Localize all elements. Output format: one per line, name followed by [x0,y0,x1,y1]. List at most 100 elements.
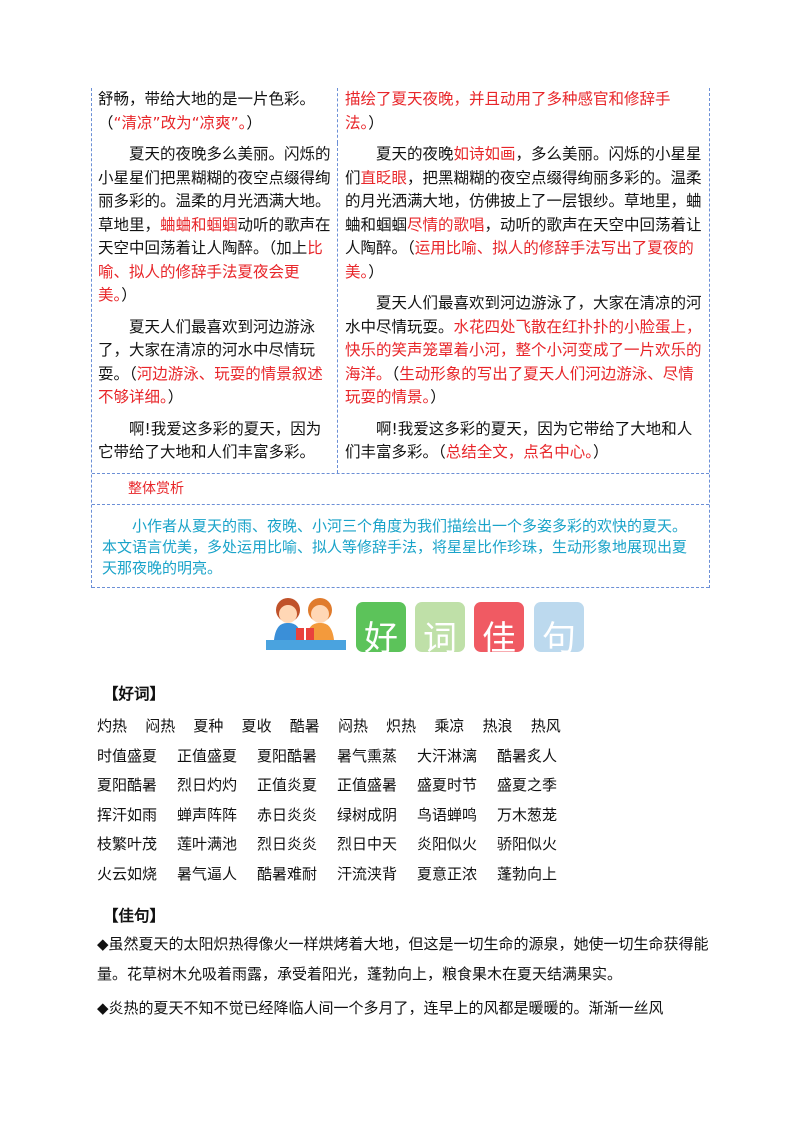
annotation-text: 如诗如画 [453,145,516,163]
body-text: 啊!我爱这多彩的夏天，因为它带给了大地和人们丰富多彩。 [98,419,322,462]
word-item: 夏阳酷暑 [97,776,158,794]
body-text: 夏天的夜晚多么美丽。闪烁的小星星们把黑糊糊的夜空点缀得绚丽多彩的。温柔的月光洒满… [98,145,331,234]
body-text: 夏天的夜晚 [376,145,454,163]
word-item: 莲叶满池 [177,835,238,853]
body-text: 夏天人们最喜欢到河边游泳了，大家在清凉的河水中尽情玩耍。（ [98,317,316,383]
word-item: 蝉声阵阵 [177,805,238,824]
annotation-text: 直眨眼 [360,168,408,187]
word-item: 盛夏之季 [497,776,558,794]
word-item: 夏种 [193,717,224,735]
annotation-text: 水花四处飞散在红扑扑的小脸蛋上，快乐的笑声笼罩着小河，整个小河变成了一片欢乐的海… [345,317,702,383]
word-item: 烈日中天 [337,835,398,853]
body-text: ） [246,113,262,132]
annotation-text: “清凉”改为“凉爽”。 [113,113,247,132]
word-row: 时值盛夏正值盛夏夏阳酷暑暑气熏蒸大汗淋漓酷暑炙人 [97,742,579,772]
revised-text-column: 描绘了夏天夜晚，并且动用了多种感官和修辞手法。） [338,88,709,143]
word-item: 万木葱茏 [497,805,558,824]
body-text: ） [368,113,384,132]
word-item: 炽热 [386,717,417,735]
comparison-row: 舒畅，带给大地的是一片色彩。（“清凉”改为“凉爽”。） 描绘了夏天夜晚，并且动用… [92,88,709,143]
word-item: 热浪 [482,717,513,735]
body-text: （ [98,113,114,132]
word-item: 暑气熏蒸 [337,746,398,765]
body-text: （ [391,364,400,383]
word-item: 蓬勃向上 [497,864,558,883]
annotation-text: 运用比喻、拟人的修辞手法写出了夏夜的美。 [345,239,694,281]
good-sentences-title: 【佳句】 [103,907,166,925]
word-item: 正值盛夏 [177,746,238,765]
body-text: ） [167,388,184,406]
body-text: ） [368,262,384,281]
word-item: 挥汗如雨 [97,805,158,824]
word-item: 乘凉 [434,717,465,735]
good-words-sentences-banner: 好 词 佳 句 [264,594,594,652]
good-words-list: 灼热闷热夏种夏收酷暑闷热炽热乘凉热浪热风 时值盛夏正值盛夏夏阳酷暑暑气熏蒸大汗淋… [97,712,579,889]
annotation-text: 生动形象的写出了夏天人们河边游泳、尽情玩耍的情景。 [345,364,694,407]
overall-analysis-text: 小作者从夏天的雨、夜晚、小河三个角度为我们描绘出一个多姿多彩的欢快的夏天。本文语… [92,505,709,588]
word-item: 枝繁叶茂 [97,835,158,853]
word-item: 炎阳似火 [417,835,478,853]
word-item: 夏阳酷暑 [257,746,318,765]
revised-paragraph: 夏天人们最喜欢到河边游泳了，大家在清凉的河水中尽情玩耍。水花四处飞散在红扑扑的小… [345,292,705,410]
tile-ci: 词 [415,602,465,652]
word-item: 大汗淋漓 [417,746,478,765]
tile-jia: 佳 [474,602,524,652]
body-text: 啊!我爱这多彩的夏天，因为它带给了大地和人们丰富多彩。（ [345,419,693,462]
word-item: 暑气逼人 [177,864,238,883]
word-item: 时值盛夏 [97,746,158,765]
word-item: 烈日炎炎 [257,835,318,853]
body-text: ，多么美丽。闪烁的小星星们 [345,145,702,187]
word-item: 正值盛暑 [337,776,398,794]
word-row: 枝繁叶茂 莲叶满池 烈日炎炎 烈日中天 炎阳似火 骄阳似火 [97,830,579,860]
word-row: 夏阳酷暑 烈日灼灼 正值炎夏 正值盛暑 盛夏时节 盛夏之季 [97,771,579,801]
annotation-text: 蛐蛐和蝈蝈 [160,215,238,234]
reading-children-icon [266,598,346,650]
original-text-column: 夏天的夜晚多么美丽。闪烁的小星星们把黑糊糊的夜空点缀得绚丽多彩的。温柔的月光洒满… [92,143,338,473]
tile-char: 句 [542,619,576,652]
body-text: ） [121,286,137,304]
body-text: 动听的歌声在天空中回荡着让人陶醉。（加上 [98,215,331,258]
word-item: 酷暑炙人 [497,746,558,765]
original-paragraph: 夏天人们最喜欢到河边游泳了，大家在清凉的河水中尽情玩耍。（河边游泳、玩耍的情景叙… [98,316,333,410]
comparison-row: 夏天的夜晚多么美丽。闪烁的小星星们把黑糊糊的夜空点缀得绚丽多彩的。温柔的月光洒满… [92,143,709,473]
word-item: 盛夏时节 [417,776,478,794]
annotation-text: 河边游泳、玩耍的情景叙述不够详细。 [98,364,323,407]
tile-char: 佳 [482,619,516,652]
word-item: 火云如烧 [97,864,158,883]
annotation-text: 比喻、拟人的修辞手法夏夜会更美。 [98,239,323,304]
revised-paragraph: 啊!我爱这多彩的夏天，因为它带给了大地和人们丰富多彩。（总结全文，点名中心。） [345,418,705,465]
tile-char: 词 [423,619,457,652]
body-text: ，动听的歌声在天空中回荡着让人陶醉。（ [345,215,702,258]
original-paragraph: 啊!我爱这多彩的夏天，因为它带给了大地和人们丰富多彩。 [98,418,333,465]
word-row: 火云如烧暑气逼人酷暑难耐汗流浃背夏意正浓蓬勃向上 [97,860,579,890]
sentence-item: ◆炎热的夏天不知不觉已经降临人间一个多月了，连早上的风都是暖暖的。渐渐一丝风 [97,999,664,1017]
word-item: 正值炎夏 [257,776,318,794]
annotation-text: 总结全文，点名中心。 [445,443,594,461]
body-text: ，把黑糊糊的夜空点缀得绚丽多彩的。温柔的月光洒满大地，仿佛披上了一层银纱。草地里… [345,168,702,234]
word-item: 灼热 [97,717,128,735]
revised-paragraph: 夏天的夜晚如诗如画，多么美丽。闪烁的小星星们直眨眼，把黑糊糊的夜空点缀得绚丽多彩… [345,143,705,284]
body-text: 舒畅，带给大地的是一片色彩。 [98,90,316,108]
annotation-text: 尽情的歌唱 [407,215,485,234]
word-item: 赤日炎炎 [257,805,318,824]
tile-hao: 好 [356,602,406,652]
word-item: 夏收 [241,717,272,735]
tile-char: 好 [364,619,398,652]
word-item: 酷暑难耐 [257,864,318,883]
body-text: 夏天人们最喜欢到河边游泳了，大家在清凉的河水中尽情玩耍。 [345,294,702,336]
annotation-text: 描绘了夏天夜晚，并且动用了多种感官和修辞手法。 [345,90,671,132]
body-text: ） [593,443,609,461]
revised-text-column: 夏天的夜晚如诗如画，多么美丽。闪烁的小星星们直眨眼，把黑糊糊的夜空点缀得绚丽多彩… [338,143,709,473]
tile-ju: 句 [534,602,584,652]
original-paragraph: 舒畅，带给大地的是一片色彩。 （“清凉”改为“凉爽”。） [98,88,333,135]
sentence-item: ◆虽然夏天的太阳炽热得像火一样烘烤着大地，但这是一切生命的源泉，她使一切生命获得… [97,935,709,983]
word-item: 烈日灼灼 [177,776,238,794]
word-item: 热风 [530,717,561,735]
original-text-column: 舒畅，带给大地的是一片色彩。 （“清凉”改为“凉爽”。） [92,88,338,143]
word-row: 灼热闷热夏种夏收酷暑闷热炽热乘凉热浪热风 [97,712,579,742]
word-item: 夏意正浓 [417,864,478,883]
word-item: 骄阳似火 [497,835,558,853]
overall-analysis-title: 整体赏析 [92,472,709,505]
word-row: 挥汗如雨蝉声阵阵赤日炎炎绿树成阴鸟语蝉鸣万木葱茏 [97,801,579,831]
original-paragraph: 夏天的夜晚多么美丽。闪烁的小星星们把黑糊糊的夜空点缀得绚丽多彩的。温柔的月光洒满… [98,143,333,308]
